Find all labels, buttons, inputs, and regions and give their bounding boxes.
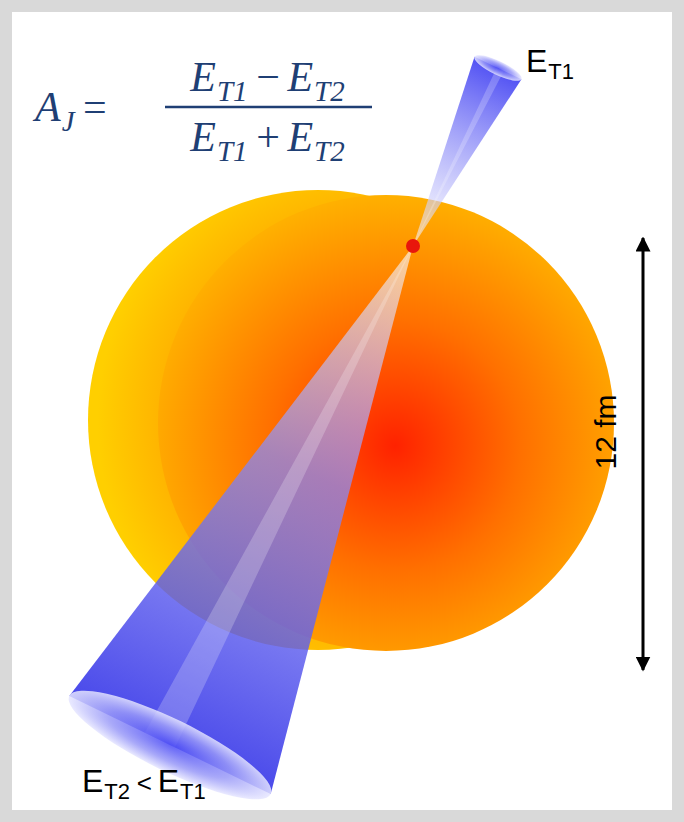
subscript: T1 [548, 61, 574, 83]
symbol-label: E [190, 56, 216, 98]
subscript: T2 [314, 77, 345, 106]
symbol-label: E [82, 765, 103, 797]
symbol-label: E [287, 56, 313, 98]
dimension-arrow [642, 238, 645, 670]
symbol-label: E [158, 765, 179, 797]
cone-mouth [472, 50, 525, 85]
symbol-label: E [287, 116, 313, 158]
math-operator: < [137, 770, 152, 796]
subscript: T1 [180, 781, 206, 803]
math-operator: − [256, 56, 280, 98]
subscript: T1 [217, 137, 248, 166]
jet-cone [58, 246, 413, 817]
subscript: T2 [314, 137, 345, 166]
cone-highlight [145, 246, 413, 747]
math-operator: + [256, 116, 280, 158]
subscript: J [62, 107, 75, 136]
cone-mouth [58, 673, 282, 818]
subscript: T1 [217, 77, 248, 106]
symbol-label: E [526, 45, 547, 77]
symbol-label: A [35, 86, 61, 128]
cone-body [413, 57, 521, 246]
collision-point [406, 239, 420, 253]
jet-cone [413, 50, 524, 246]
symbol-label: E [190, 116, 216, 158]
panel-ground [12, 12, 672, 810]
jet-cones [58, 50, 525, 817]
subscript: T2 [104, 781, 130, 803]
dimension-label: 12 fm [591, 394, 621, 469]
cone-highlight [413, 67, 504, 246]
math-operator: = [83, 86, 107, 128]
